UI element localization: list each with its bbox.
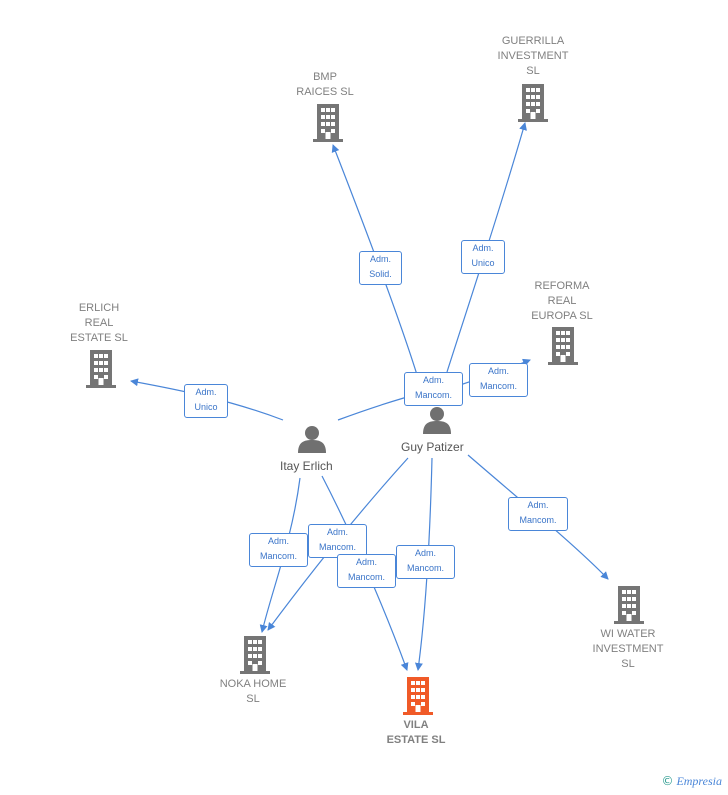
- building-icon[interactable]: [86, 350, 116, 388]
- relation-type: Unico: [471, 258, 495, 268]
- relation-box-itay-erlich[interactable]: Adm. Unico: [184, 384, 228, 418]
- relation-box-guy-itay[interactable]: Adm. Mancom.: [404, 372, 463, 406]
- person-icon[interactable]: [423, 407, 451, 434]
- building-icon[interactable]: [548, 327, 578, 365]
- company-label-reforma[interactable]: REFORMA REAL EUROPA SL: [531, 280, 593, 322]
- relation-box-guy-bmp[interactable]: Adm. Solid.: [359, 251, 402, 285]
- relation-type: Mancom.: [318, 542, 356, 552]
- empresia-watermark[interactable]: © Empresia: [661, 774, 722, 789]
- relation-type: Mancom.: [406, 563, 444, 573]
- relation-role: Adm.: [414, 548, 436, 558]
- relation-role: Adm.: [326, 527, 348, 537]
- building-icon[interactable]: [403, 677, 433, 715]
- company-label-bmp[interactable]: BMP RAICES SL: [296, 71, 354, 98]
- building-icon[interactable]: [240, 636, 270, 674]
- relation-role: Adm.: [369, 254, 391, 264]
- relation-box-itay-vila[interactable]: Adm. Mancom.: [337, 554, 396, 588]
- relation-box-itay-noka[interactable]: Adm. Mancom.: [249, 533, 308, 567]
- relation-role: Adm.: [472, 243, 494, 253]
- relation-box-guy-reforma[interactable]: Adm. Mancom.: [469, 363, 528, 397]
- relation-type: Unico: [194, 402, 218, 412]
- company-label-noka[interactable]: NOKA HOME SL: [219, 678, 287, 705]
- relation-box-guy-guerrilla[interactable]: Adm. Unico: [461, 240, 505, 274]
- relation-box-guy-wi[interactable]: Adm. Mancom.: [508, 497, 568, 531]
- relation-box-guy-noka[interactable]: Adm. Mancom.: [308, 524, 367, 558]
- person-label-guy[interactable]: Guy Patizer: [401, 440, 464, 454]
- relation-type: Mancom.: [479, 381, 517, 391]
- relation-role: Adm.: [355, 557, 377, 567]
- relation-role: Adm.: [267, 536, 289, 546]
- relation-type: Mancom.: [519, 515, 557, 525]
- relation-type: Mancom.: [259, 551, 297, 561]
- watermark-text: Empresia: [676, 774, 722, 788]
- person-icon[interactable]: [298, 426, 326, 453]
- person-label-itay[interactable]: Itay Erlich: [280, 459, 333, 473]
- relation-box-guy-vila[interactable]: Adm. Mancom.: [396, 545, 455, 579]
- relation-role: Adm.: [195, 387, 217, 397]
- company-label-guerrilla[interactable]: GUERRILLA INVESTMENT SL: [497, 35, 569, 77]
- company-label-wi-water[interactable]: WI WATER INVESTMENT SL: [592, 628, 664, 670]
- copyright-icon: ©: [661, 774, 674, 788]
- relation-role: Adm.: [487, 366, 509, 376]
- building-icon[interactable]: [313, 104, 343, 142]
- relation-type: Solid.: [369, 269, 392, 279]
- relation-type: Mancom.: [414, 390, 452, 400]
- building-icon[interactable]: [614, 586, 644, 624]
- relation-role: Adm.: [422, 375, 444, 385]
- company-label-vila[interactable]: VILA ESTATE SL: [386, 719, 446, 746]
- company-label-erlich[interactable]: ERLICH REAL ESTATE SL: [70, 302, 128, 344]
- relation-type: Mancom.: [347, 572, 385, 582]
- building-icon[interactable]: [518, 84, 548, 122]
- relation-role: Adm.: [527, 500, 549, 510]
